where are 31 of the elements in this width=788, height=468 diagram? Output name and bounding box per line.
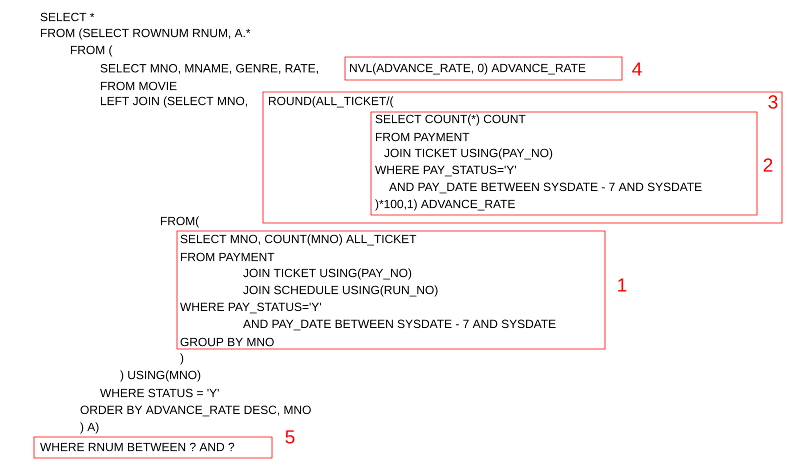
code-line: AND PAY_DATE BETWEEN SYSDATE - 7 AND SYSDATE <box>389 182 702 194</box>
code-line: FROM( <box>161 216 200 228</box>
code-line: )*100,1) ADVANCE_RATE <box>375 199 515 211</box>
code-line: ) USING(MNO) <box>120 370 200 382</box>
callout-number: 3 <box>768 95 778 109</box>
code-line: GROUP BY MNO <box>180 338 274 346</box>
code-line: SELECT * <box>40 12 94 22</box>
code-line: SELECT MNO, COUNT(MNO) ALL_TICKET <box>180 234 416 246</box>
code-line: WHERE STATUS = 'Y' <box>100 388 219 398</box>
code-line: NVL(ADVANCE_RATE, 0) ADVANCE_RATE <box>350 63 586 75</box>
code-line: LEFT JOIN (SELECT MNO, <box>101 96 248 108</box>
code-line: FROM (SELECT ROWNUM RNUM, A.* <box>41 28 250 40</box>
callout-number: 5 <box>286 430 294 444</box>
code-line: FROM MOVIE <box>101 82 177 90</box>
code-line: WHERE PAY_STATUS='Y' <box>375 166 516 176</box>
code-line: WHERE PAY_STATUS='Y' <box>180 302 321 314</box>
code-line: AND PAY_DATE BETWEEN SYSDATE - 7 AND SYSDATE <box>243 320 556 330</box>
code-line: JOIN SCHEDULE USING(RUN_NO) <box>243 285 438 297</box>
code-line: JOIN TICKET USING(PAY_NO) <box>243 268 412 280</box>
code-line: SELECT MNO, MNAME, GENRE, RATE, <box>100 64 318 74</box>
code-line: ROUND(ALL_TICKET/( <box>269 96 394 108</box>
code-line: JOIN TICKET USING(PAY_NO) <box>384 148 552 160</box>
callout-number: 1 <box>618 278 626 292</box>
code-line: WHERE RNUM BETWEEN ? AND ? <box>40 442 234 452</box>
code-line: FROM PAYMENT <box>376 132 470 142</box>
code-line: FROM ( <box>71 45 112 57</box>
callout-number: 2 <box>764 158 772 172</box>
callout-number: 4 <box>632 62 642 76</box>
code-line: ORDER BY ADVANCE_RATE DESC, MNO <box>80 406 311 416</box>
code-line: FROM PAYMENT <box>181 252 274 262</box>
code-line: SELECT COUNT(*) COUNT <box>376 114 526 126</box>
